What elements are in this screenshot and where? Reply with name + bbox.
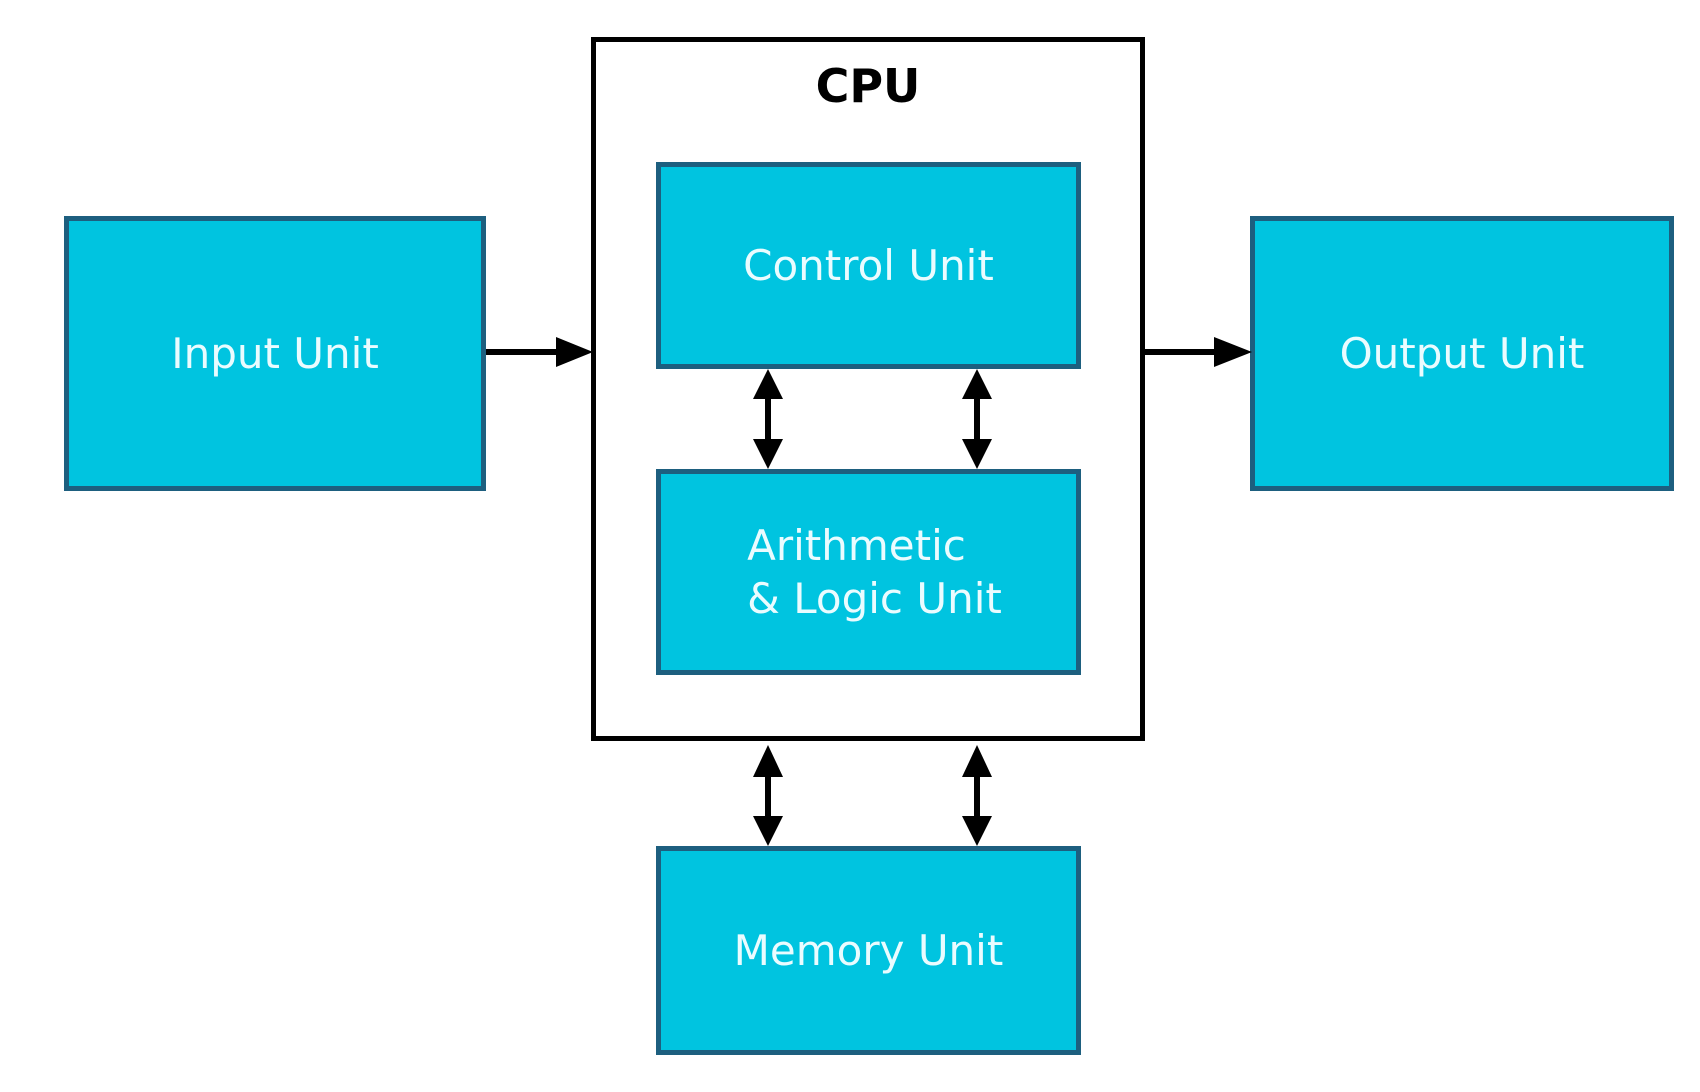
input-unit-label: Input Unit xyxy=(171,329,379,378)
cpu-container xyxy=(591,37,1145,741)
arrow-cpu-memory-left xyxy=(753,745,783,846)
arrow-cpu-to-output xyxy=(1145,337,1252,367)
alu-label: Arithmetic & Logic Unit xyxy=(735,519,1002,625)
alu-label-line1: Arithmetic xyxy=(747,521,966,570)
memory-unit-box: Memory Unit xyxy=(656,846,1081,1055)
control-unit-label: Control Unit xyxy=(743,241,994,290)
cpu-title: CPU xyxy=(815,59,921,113)
memory-unit-label: Memory Unit xyxy=(733,926,1004,975)
input-unit-box: Input Unit xyxy=(64,216,486,491)
output-unit-box: Output Unit xyxy=(1250,216,1674,491)
output-unit-label: Output Unit xyxy=(1339,329,1585,378)
alu-box: Arithmetic & Logic Unit xyxy=(656,469,1081,675)
alu-label-line2: & Logic Unit xyxy=(747,574,1002,623)
arrow-input-to-cpu xyxy=(486,337,593,367)
arrow-cpu-memory-right xyxy=(962,745,992,846)
control-unit-box: Control Unit xyxy=(656,162,1081,369)
